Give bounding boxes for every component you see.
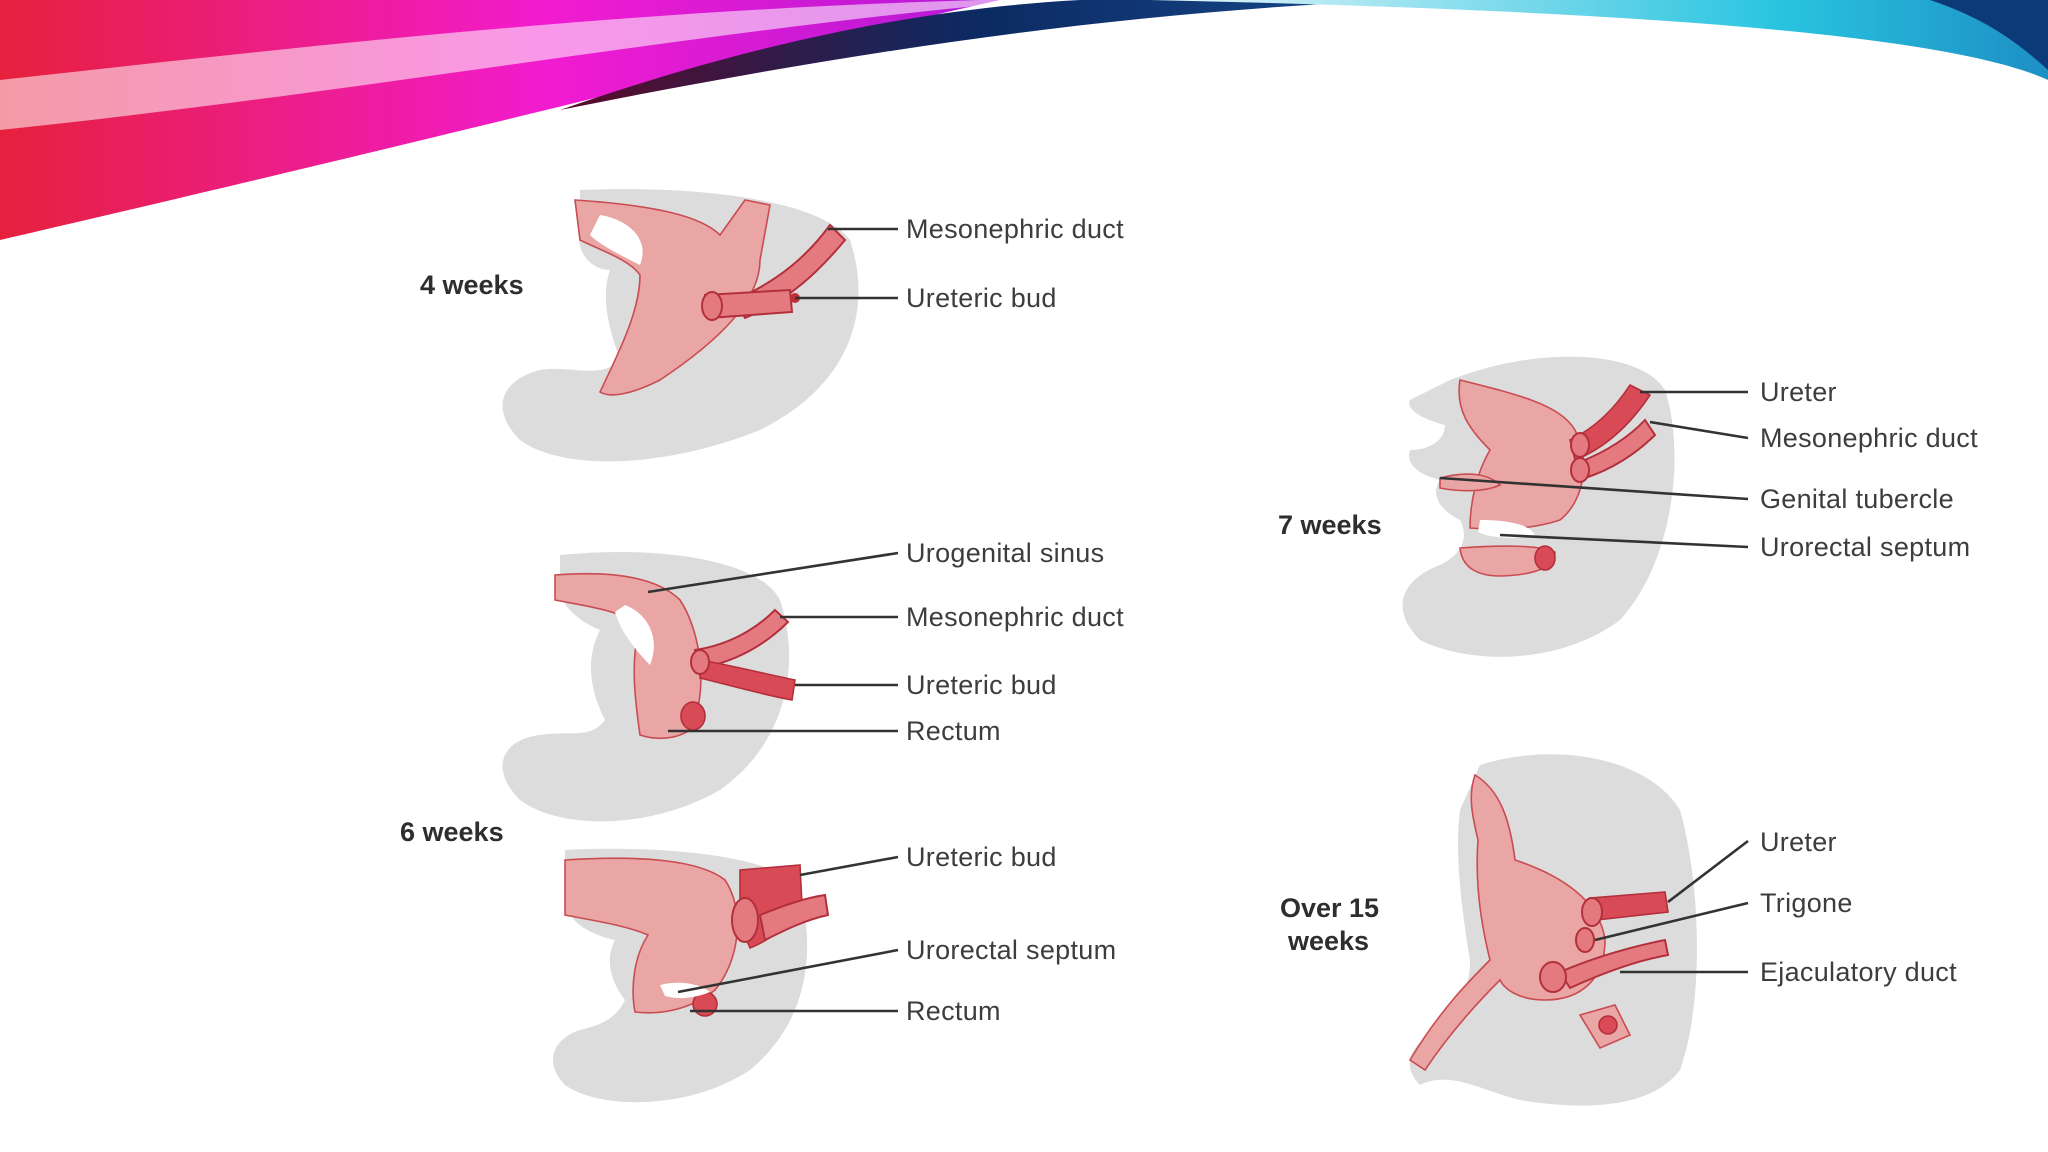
label-p4-mesonephric-duct: Mesonephric duct [1760,423,1978,453]
trigone-opening [1575,927,1595,953]
swoosh-navy-band [560,0,1400,110]
mesonephric-opening [1570,457,1590,483]
panel-6-weeks-lower [553,848,830,1103]
leader-p5-trigone [1594,901,1749,942]
bladder-tissue [1458,379,1585,530]
leader-p5-ureter [1667,839,1749,904]
label-p2-ureteric-bud: Ureteric bud [906,670,1057,700]
leader-p4-urorectal-septum [1499,533,1749,549]
ureter-opening [1570,432,1590,458]
panel-over-15-weeks [1408,754,1697,1106]
label-p5-trigone: Trigone [1760,888,1853,918]
rectum-shape [680,701,706,731]
leader-p3-ureteric-bud [799,855,899,877]
ejaculatory-duct-shape [1558,938,1670,990]
ureteric-bud-opening [731,897,759,943]
panel-7-weeks [1402,356,1675,657]
stage-label-over-15-line1: Over 15 [1280,893,1379,923]
label-p1-ureteric-bud: Ureteric bud [906,283,1057,313]
label-p2-urogenital-sinus: Urogenital sinus [906,538,1104,568]
label-p3-urorectal-septum: Urorectal septum [906,935,1116,965]
panel-4-weeks [502,189,859,462]
label-p4-genital-tubercle: Genital tubercle [1760,484,1954,514]
label-p2-rectum: Rectum [906,716,1001,746]
stage-label-4-weeks: 4 weeks [420,270,524,300]
septum-gap [1478,520,1535,538]
ureteric-bud-opening [701,291,723,321]
hindgut-tissue [564,857,739,1014]
leader-p3-urorectal-septum [677,948,899,994]
leader-p4-genital-tubercle [1439,476,1749,501]
header-swoosh-decoration [0,0,2048,240]
leader-p2-urogenital-sinus [647,551,899,594]
label-p5-ejaculatory-duct: Ejaculatory duct [1760,957,1957,987]
stage-label-over-15-line2: weeks [1287,926,1369,956]
mesonephric-duct-shape [758,893,830,942]
label-p2-mesonephric-duct: Mesonephric duct [906,602,1124,632]
swoosh-navy-tip [1930,0,2048,70]
panel-6-weeks-upper [502,552,796,822]
ejaculatory-duct-opening [1539,961,1567,993]
ureteric-bud-opening [690,649,710,675]
label-p3-ureteric-bud: Ureteric bud [906,842,1057,872]
stage-label-7-weeks: 7 weeks [1278,510,1382,540]
label-p1-mesonephric-duct: Mesonephric duct [906,214,1124,244]
swoosh-white-stripe [0,0,1040,130]
label-p4-urorectal-septum: Urorectal septum [1760,532,1970,562]
rectum-opening [1598,1015,1618,1035]
label-p5-ureter: Ureter [1760,827,1837,857]
urethra-shape [1408,773,1606,1072]
leader-p4-mesonephric-duct [1649,420,1749,440]
swoosh-cyan-band [1150,0,2048,80]
label-p4-ureter: Ureter [1760,377,1837,407]
rectum-opening [1534,545,1556,571]
septum-gap [615,605,654,665]
septum-gap [590,215,643,265]
ureteric-bud-shape [699,659,796,701]
label-p3-rectum: Rectum [906,996,1001,1026]
ureter-opening [1581,897,1603,927]
stage-label-6-weeks: 6 weeks [400,817,504,847]
